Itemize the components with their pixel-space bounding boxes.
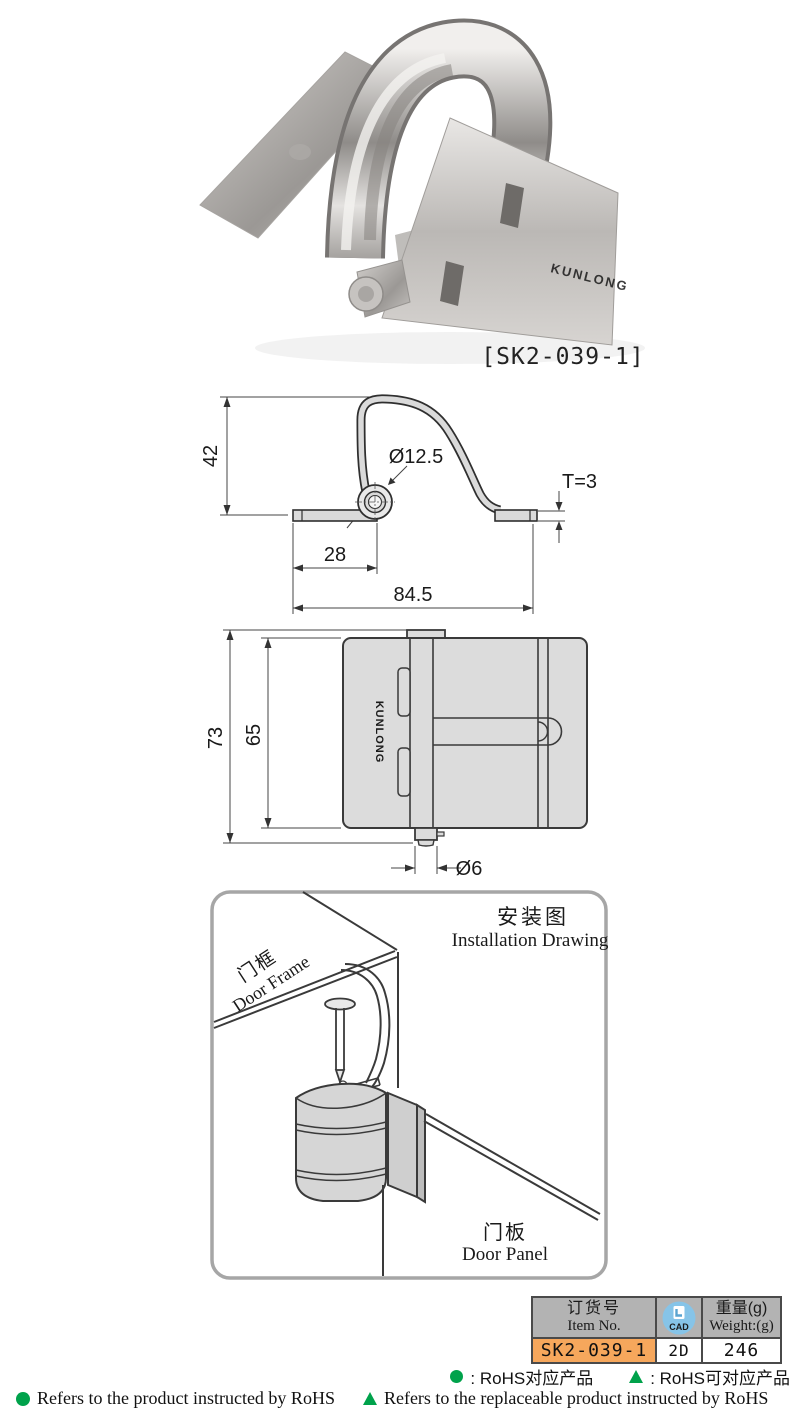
isometric-frame — [213, 891, 399, 1088]
cell-item-no: SK2-039-1 — [533, 1337, 655, 1362]
profile-drawing: 42 Ø12.5 T=3 28 84.5 — [200, 394, 597, 614]
photo-arch-shade — [364, 64, 454, 241]
front-drawing: KUNLONG 73 65 Ø6 — [205, 629, 588, 880]
cell-cad: 2D — [655, 1337, 701, 1362]
flange-plate — [387, 1091, 418, 1199]
door-panel-cn: 门板 — [483, 1221, 527, 1244]
rohs-legend-dot-en: Refers to the product instructed by RoHS — [37, 1388, 335, 1408]
header-item-no: 订货号 Item No. — [533, 1298, 655, 1337]
cell-weight: 246 — [701, 1337, 780, 1362]
weight-en: Weight:(g) — [709, 1318, 774, 1334]
dim-total-height: 73 — [205, 727, 227, 749]
dim-height: 42 — [200, 445, 222, 467]
cad-icon: CAD — [662, 1301, 696, 1334]
photo-caption: [SK2-039-1] — [481, 344, 645, 370]
dim-total-length: 84.5 — [394, 584, 433, 606]
item-no-cn: 订货号 — [566, 1300, 621, 1317]
header-cad: CAD — [655, 1298, 701, 1337]
dim-body-height: 65 — [243, 724, 265, 746]
profile-right-foot — [494, 509, 538, 522]
rohs-dot-icon — [16, 1391, 30, 1406]
isometric-panel — [382, 1113, 601, 1276]
dim-pin-dia: Ø6 — [456, 858, 483, 880]
spec-table-header: 订货号 Item No. CAD 重量(g) Weight:(g) — [533, 1298, 780, 1337]
installation-drawing: 安装图 Installation Drawing 门框 Door Frame 门… — [210, 890, 609, 1280]
screw — [324, 997, 356, 1090]
photo-right-plate — [381, 117, 619, 346]
cup-ribs — [295, 1121, 387, 1182]
svg-text:CAD: CAD — [669, 1322, 689, 1332]
item-no-value: SK2-039-1 — [540, 1340, 648, 1361]
spec-table-row: SK2-039-1 2D 246 — [533, 1337, 780, 1362]
weight-value: 246 — [723, 1340, 760, 1361]
installation-title-cn: 安装图 — [497, 906, 569, 929]
photo-pin-center — [358, 286, 374, 302]
photo-plate-dimple — [289, 144, 311, 160]
dim-thickness: T=3 — [562, 471, 597, 493]
front-bottom-pin — [414, 827, 438, 841]
rohs-legend-tri-cn: : RoHS可对应产品 — [650, 1369, 790, 1388]
dim-hole-dia: Ø12.5 — [389, 446, 443, 468]
spec-table: 订货号 Item No. CAD 重量(g) Weight:(g) SK2-03… — [531, 1296, 782, 1364]
rohs-legend-tri-en: Refers to the replaceable product instru… — [383, 1388, 769, 1408]
profile-arch — [358, 396, 501, 513]
dimension-lines — [220, 396, 565, 614]
rohs-triangle-icon — [629, 1370, 644, 1383]
photo-arch — [329, 22, 549, 259]
product-photo: KUNLONG — [199, 18, 645, 364]
rohs-dot-icon — [450, 1370, 464, 1383]
front-knuckle-top — [397, 667, 411, 717]
flange-edge — [416, 1103, 426, 1204]
installation-title-en: Installation Drawing — [452, 930, 609, 951]
rohs-legend-en: Refers to the product instructed by RoHS… — [16, 1388, 768, 1409]
front-knuckle-bottom — [397, 747, 411, 797]
dim-pivot-offset: 28 — [324, 544, 346, 566]
rohs-legend-cn: : RoHS对应产品 : RoHS可对应产品 — [0, 1364, 790, 1389]
photo-slot-1 — [500, 183, 524, 228]
dimension-lines — [223, 629, 461, 874]
photo-slot-2 — [440, 261, 464, 306]
hinge-cup — [295, 1082, 387, 1202]
item-no-en: Item No. — [567, 1318, 621, 1334]
photo-shadow — [255, 332, 645, 364]
door-panel-en: Door Panel — [462, 1244, 548, 1265]
weight-cn: 重量(g) — [715, 1300, 768, 1317]
dimension-arrows — [226, 630, 447, 872]
photo-arch-highlight — [341, 53, 447, 251]
rohs-legend-dot-cn: : RoHS对应产品 — [470, 1369, 594, 1388]
dimension-arrows — [223, 397, 563, 612]
header-weight: 重量(g) Weight:(g) — [701, 1298, 780, 1337]
cad-value: 2D — [668, 1341, 690, 1360]
rohs-triangle-icon — [362, 1392, 377, 1405]
front-engraving: KUNLONG — [373, 701, 385, 764]
